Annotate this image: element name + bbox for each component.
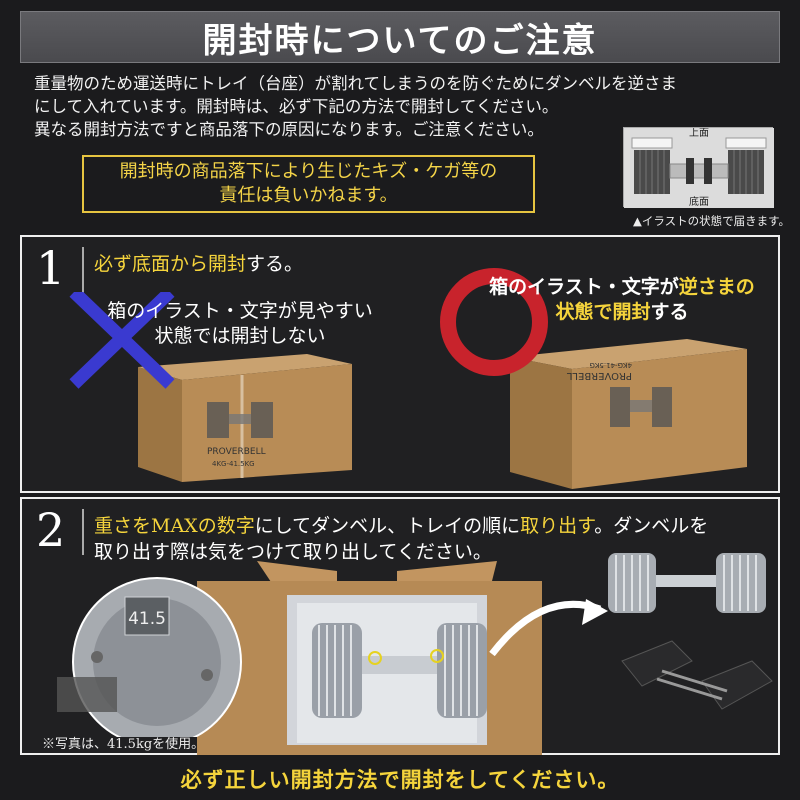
step-2-divider bbox=[82, 509, 84, 555]
correct-method-text: 箱のイラスト・文字が逆さまの 状態で開封する bbox=[472, 275, 772, 325]
step-2-seg-4: 。ダンベルを bbox=[594, 515, 709, 537]
tray-image bbox=[621, 640, 773, 710]
illustration-caption: ▲イラストの状態で届きます。 bbox=[633, 214, 790, 228]
step-2-seg-1: 重さをMAXの数字 bbox=[94, 515, 255, 537]
warning-line-2: 責任は負いかねます。 bbox=[219, 185, 398, 206]
wrong-line-1: 箱のイラスト・文字が見やすい bbox=[107, 300, 373, 322]
correct-box-illustration: PROVERBELL 4KG-41.5KG bbox=[440, 268, 747, 489]
step-2-instruction: 重さをMAXの数字にしてダンベル、トレイの順に取り出す。ダンベルを 取り出す際は… bbox=[94, 513, 774, 565]
label-top: 上面 bbox=[689, 128, 709, 139]
page-title: 開封時についてのご注意 bbox=[202, 20, 598, 61]
correct-box-brand: PROVERBELL bbox=[566, 370, 632, 381]
correct-line-1-hl: 逆さまの bbox=[678, 276, 755, 298]
step-2-panel: 2 重さをMAXの数字にしてダンベル、トレイの順に取り出す。ダンベルを 取り出す… bbox=[20, 497, 780, 755]
intro-line-1: 重量物のため運送時にトレイ（台座）が割れてしまうのを防ぐためにダンベルを逆さま bbox=[34, 74, 678, 93]
step-1-instruction: 必ず底面から開封する。 bbox=[94, 251, 774, 277]
header-banner: 開封時についてのご注意 bbox=[20, 11, 780, 63]
step-1-divider bbox=[82, 247, 84, 293]
correct-line-2-rest: する bbox=[650, 301, 689, 323]
step-1-rest: する。 bbox=[246, 253, 304, 275]
step-1-panel: 1 必ず底面から開封する。 PROVERBELL 4KG-41.5KG 箱のイラ… bbox=[20, 235, 780, 493]
warning-line-1: 開封時の商品落下により生じたキズ・ケガ等の bbox=[119, 161, 498, 182]
label-bottom: 底面 bbox=[689, 195, 709, 208]
step-2-seg-3: 取り出す bbox=[520, 515, 595, 537]
footer-notice: 必ず正しい開封方法で開封をしてください。 bbox=[180, 767, 620, 792]
correct-box-model: 4KG-41.5KG bbox=[589, 361, 632, 369]
correct-line-2-hl: 状態で開封 bbox=[555, 301, 651, 323]
wrong-box-illustration: PROVERBELL 4KG-41.5KG bbox=[69, 292, 352, 482]
wrong-box-model: 4KG-41.5KG bbox=[212, 460, 255, 468]
wrong-x-mark bbox=[69, 292, 175, 389]
step-2-line-2: 取り出す際は気をつけて取り出してください。 bbox=[94, 541, 492, 563]
intro-text: 重量物のため運送時にトレイ（台座）が割れてしまうのを防ぐためにダンベルを逆さま … bbox=[34, 72, 794, 141]
intro-line-2: にして入れています。開封時は、必ず下記の方法で開封してください。 bbox=[34, 97, 559, 116]
step-2-seg-2: にしてダンベル、トレイの順に bbox=[254, 515, 521, 537]
step-1-number: 1 bbox=[36, 241, 66, 295]
arrow-icon bbox=[489, 599, 608, 657]
open-box-photo bbox=[197, 561, 542, 755]
step-1-highlight: 必ず底面から開封 bbox=[94, 253, 247, 275]
upside-down-dumbbell-illustration: 上面 底面 bbox=[623, 127, 774, 208]
correct-circle-mark bbox=[440, 268, 548, 376]
intro-line-3: 異なる開封方法ですと商品落下の原因になります。ご注意ください。 bbox=[34, 120, 544, 139]
liability-warning-box: 開封時の商品落下により生じたキズ・ケガ等の 責任は負いかねます。 bbox=[82, 155, 535, 213]
dumbbell-image bbox=[608, 553, 766, 613]
wrong-method-text: 箱のイラスト・文字が見やすい 状態では開封しない bbox=[100, 299, 380, 349]
photo-caption: ※写真は、41.5kgを使用。 bbox=[42, 737, 205, 752]
dial-readout: 41.5 bbox=[128, 609, 166, 629]
wrong-line-2: 状態では開封しない bbox=[154, 325, 326, 347]
wrong-box-brand: PROVERBELL bbox=[207, 447, 266, 457]
correct-line-1-pre: 箱のイラスト・文字が bbox=[489, 276, 679, 298]
weight-dial-closeup: 41.5 bbox=[57, 577, 242, 737]
step-2-number: 2 bbox=[36, 503, 66, 557]
illustration-svg: 上面 底面 bbox=[624, 127, 774, 208]
